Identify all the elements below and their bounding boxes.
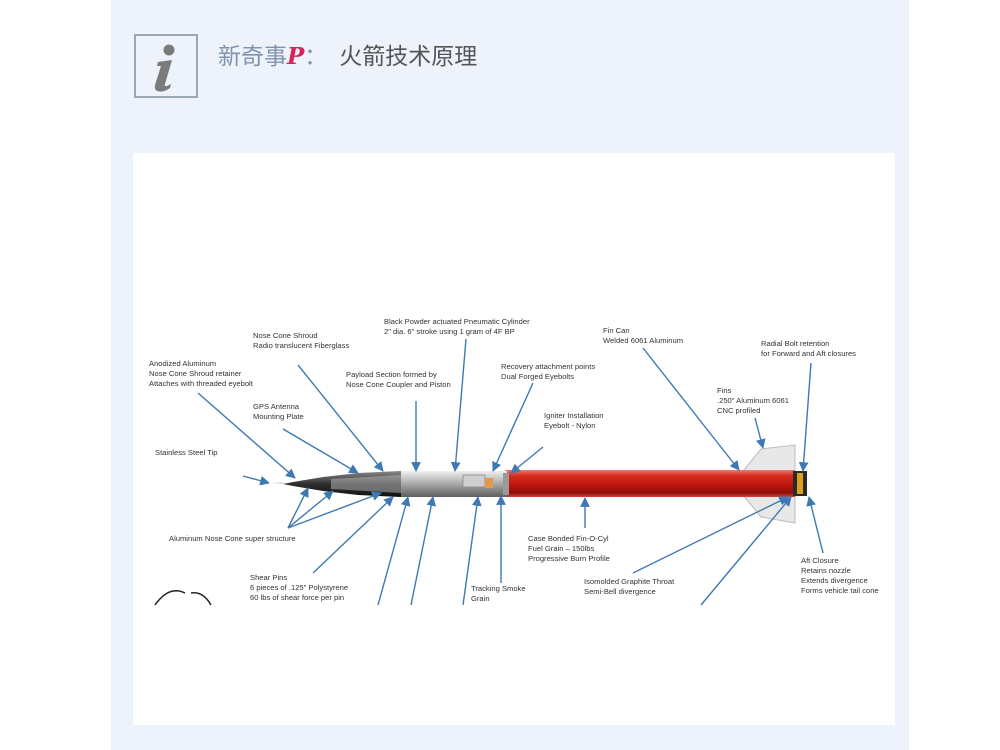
label-line: Aluminum Nose Cone super structure: [169, 534, 296, 543]
title-text: 火箭技术原理: [339, 44, 478, 70]
label-nose-shroud: Nose Cone Shroud Radio translucent Fiber…: [253, 331, 349, 350]
label-aft-closure: Aft Closure Retains nozzle Extends diver…: [801, 556, 879, 595]
fin-top: [741, 444, 796, 472]
label-payload: Payload Section formed by Nose Cone Coup…: [346, 370, 451, 389]
article-header: 新奇事P： 火箭技术原理: [134, 34, 894, 104]
label-line: Isomolded Graphite Throat: [584, 577, 675, 586]
diagram-labels: Black Powder actuated Pneumatic Cylinder…: [149, 317, 879, 603]
label-line: Case Bonded Fin-O-Cyl: [528, 534, 609, 543]
arrow-fin-can: [642, 347, 740, 471]
page-title: 新奇事P： 火箭技术原理: [218, 42, 477, 72]
label-graphite: Isomolded Graphite Throat Semi-Bell dive…: [584, 577, 676, 596]
arrow-graphite-2: [700, 496, 792, 606]
label-line: Fin Can: [603, 326, 630, 335]
label-black-powder: Black Powder actuated Pneumatic Cylinder…: [384, 317, 532, 336]
arrow-nose-3: [287, 487, 309, 529]
label-line: Grain: [471, 594, 490, 603]
rocket-diagram-svg: Black Powder actuated Pneumatic Cylinder…: [149, 317, 879, 606]
label-line: Radio translucent Fiberglass: [253, 341, 349, 350]
rocket-diagram: Black Powder actuated Pneumatic Cylinder…: [133, 153, 895, 725]
label-line: Nose Cone Coupler and Piston: [346, 380, 451, 389]
title-colon: ：: [304, 44, 328, 70]
label-line: Payload Section formed by: [346, 370, 437, 379]
label-fin-can: Fin Can Welded 6061 Aluminum: [603, 326, 683, 345]
arrow-aft: [806, 496, 824, 554]
arrow-shroud: [297, 364, 384, 472]
motor-tube: [505, 470, 795, 497]
label-line: Shear Pins: [250, 573, 287, 582]
label-line: 2" dia. 6" stroke using 1 gram of 4F BP: [384, 327, 515, 336]
bulkhead: [503, 473, 509, 495]
piston-block: [485, 478, 493, 488]
label-line: Progressive Burn Profile: [528, 554, 610, 563]
label-radial-bolt: Radial Bolt retention for Forward and Af…: [761, 339, 856, 358]
label-line: Welded 6061 Aluminum: [603, 336, 683, 345]
arrow-shear-2: [377, 496, 411, 606]
label-line: Tracking Smoke: [471, 584, 526, 593]
label-gps: GPS Antenna Mounting Plate: [253, 402, 304, 421]
arrow-anodized: [197, 392, 296, 479]
label-aluminum-nose: Aluminum Nose Cone super structure: [169, 534, 296, 543]
arrow-nose-2: [287, 490, 334, 529]
label-case-bonded: Case Bonded Fin-O-Cyl Fuel Grain – 150lb…: [528, 534, 611, 563]
coupler: [401, 471, 437, 497]
label-shear-pins: Shear Pins 6 pieces of .125" Polystyrene…: [250, 573, 350, 602]
leader-arrows: [197, 338, 824, 606]
label-line: Attaches with threaded eyebolt: [149, 379, 254, 388]
arrow-fins: [754, 417, 766, 449]
arrow-black-powder: [450, 338, 467, 472]
pneumatic-cylinder: [462, 474, 486, 488]
rocket-body: [271, 444, 807, 524]
fin-bottom: [741, 494, 796, 524]
label-line: Nose Cone Shroud retainer: [149, 369, 242, 378]
arrow-shear-pins: [312, 496, 394, 574]
arc-left: [154, 590, 186, 606]
label-line: Mounting Plate: [253, 412, 304, 421]
label-line: Nose Cone Shroud: [253, 331, 318, 340]
label-line: Extends divergence: [801, 576, 868, 585]
label-line: 6 pieces of .125" Polystyrene: [250, 583, 348, 592]
arc-right: [190, 592, 212, 606]
arrow-gps: [282, 428, 359, 474]
label-line: .250" Aluminum 6061: [717, 396, 789, 405]
brand-p: P: [287, 43, 305, 70]
label-line: Forms vehicle tail cone: [801, 586, 879, 595]
arrow-shear-4: [462, 496, 482, 606]
label-stainless: Stainless Steel Tip: [155, 448, 217, 457]
arrow-radial-bolt: [798, 362, 812, 472]
nose-structure: [331, 475, 401, 493]
arrow-shear-3: [410, 496, 437, 606]
arrow-graphite: [632, 496, 789, 574]
label-line: Black Powder actuated Pneumatic Cylinder: [384, 317, 530, 326]
label-line: Fuel Grain – 150lbs: [528, 544, 594, 553]
brand-name: 新奇事: [218, 44, 287, 70]
label-line: Retains nozzle: [801, 566, 851, 575]
label-anodized: Anodized Aluminum Nose Cone Shroud retai…: [149, 359, 254, 388]
label-line: for Forward and Aft closures: [761, 349, 856, 358]
label-line: Anodized Aluminum: [149, 359, 216, 368]
arrow-igniter: [510, 446, 544, 474]
label-line: Semi-Bell divergence: [584, 587, 656, 596]
stainless-tip: [271, 482, 283, 484]
arrow-recovery: [492, 382, 534, 472]
label-line: Igniter Installation: [544, 411, 604, 420]
label-line: Dual Forged Eyebolts: [501, 372, 574, 381]
label-line: 60 lbs of shear force per pin: [250, 593, 344, 602]
label-line: CNC profiled: [717, 406, 760, 415]
label-line: Eyebolt - Nylon: [544, 421, 596, 430]
label-line: GPS Antenna: [253, 402, 300, 411]
arrow-nose-1: [287, 491, 382, 529]
label-igniter: Igniter Installation Eyebolt - Nylon: [544, 411, 606, 430]
label-line: Radial Bolt retention: [761, 339, 829, 348]
label-line: Aft Closure: [801, 556, 839, 565]
label-line: Recovery attachment points: [501, 362, 595, 371]
nozzle-ring: [797, 473, 803, 494]
label-recovery: Recovery attachment points Dual Forged E…: [501, 362, 597, 381]
label-tracking: Tracking Smoke Grain: [471, 584, 528, 603]
label-line: Stainless Steel Tip: [155, 448, 217, 457]
arrow-tip: [242, 475, 270, 486]
info-icon: [134, 34, 198, 98]
label-line: Fins: [717, 386, 732, 395]
label-fins: Fins .250" Aluminum 6061 CNC profiled: [717, 386, 791, 415]
